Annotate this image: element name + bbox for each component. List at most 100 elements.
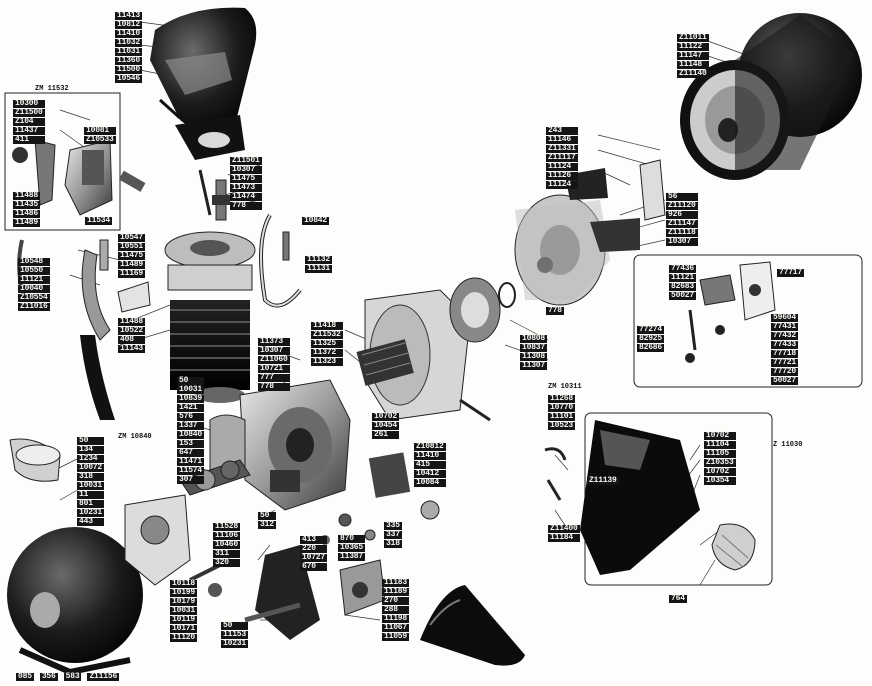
part-number-label: 82925	[637, 334, 665, 343]
part-number-label: 82683	[669, 282, 697, 291]
part-number-label: 408	[118, 336, 146, 344]
part-number-label: 10460	[213, 540, 241, 549]
part-number-label: 10412	[414, 470, 446, 478]
part-number-label: 11148	[677, 61, 709, 69]
part-number-label: 10307	[230, 166, 262, 174]
spark-plug	[198, 169, 230, 221]
part-number-label: 10702	[704, 432, 736, 440]
part-number-label: 59604	[771, 313, 799, 322]
flywheel	[680, 13, 862, 180]
part-number-label: 11031	[115, 47, 143, 56]
part-number-label: 11486	[13, 209, 41, 218]
part-number-label: 11124	[546, 181, 578, 189]
part-number-label: 10300	[13, 100, 45, 108]
part-number-label: 11474	[230, 193, 262, 201]
part-number-label: 10307	[258, 347, 290, 355]
part-number-label: Z11331	[546, 144, 578, 153]
part-number-label: 318	[77, 473, 105, 481]
part-number-label: 11308	[520, 352, 548, 361]
part-number-label: 77431	[771, 322, 799, 331]
part-number-label: Z11147	[666, 219, 698, 228]
part-number-label: 11360	[115, 56, 143, 65]
part-number-label: 77436	[669, 264, 697, 273]
lamp-housing	[544, 420, 756, 575]
part-number-label: 10354	[704, 477, 736, 485]
part-number-label: 11373	[258, 338, 290, 346]
part-number-label: 647	[177, 449, 205, 457]
part-number-label: 778	[546, 306, 564, 315]
part-number-label: 11413	[115, 11, 143, 20]
part-number-label: 10546	[115, 74, 143, 83]
part-number-label: 11500	[115, 65, 143, 74]
tag-carb: ZM 11532	[35, 85, 69, 93]
part-number-label: 335	[384, 521, 402, 530]
part-number-label: 261	[372, 431, 400, 439]
part-number-label: 50027	[669, 291, 697, 300]
part-number-label: 56	[666, 193, 698, 201]
part-number-label: 11131	[305, 264, 333, 273]
part-number-label: 11153	[221, 630, 249, 639]
part-number-label: 11418	[311, 322, 343, 330]
part-number-label: 312	[258, 520, 276, 529]
part-number-label: 11101	[548, 412, 576, 421]
part-number-label: 10307	[666, 238, 698, 246]
part-number-label: Z104	[13, 118, 45, 126]
part-number-label: 10812	[115, 20, 143, 29]
part-number-label: 576	[177, 413, 205, 421]
part-number-label: Z11156	[87, 672, 120, 681]
tag-tail-box: Z 11030	[773, 441, 803, 449]
part-number-label: 10551	[118, 242, 146, 251]
part-number-label: 11325	[311, 340, 343, 348]
part-number-label: 777	[258, 374, 290, 382]
part-number-label: 10702	[704, 468, 736, 476]
part-number-label: 11372	[311, 349, 343, 357]
part-number-label: 11184	[548, 534, 580, 542]
part-number-label: 1421	[177, 404, 205, 412]
part-number-label: 11121	[669, 273, 697, 282]
part-number-label: 11488	[118, 317, 146, 326]
part-number-label: 10454	[372, 421, 400, 430]
labels-mag-box-right: 77717	[777, 269, 805, 277]
part-number-label: 11323	[311, 358, 343, 366]
part-number-label: 10031	[177, 385, 205, 394]
part-number-label: 243	[546, 127, 578, 135]
part-number-label: 318	[384, 539, 402, 548]
part-number-label: Z11011	[677, 33, 709, 42]
part-number-label: 50	[77, 437, 105, 445]
part-number-label: 50	[258, 512, 276, 520]
part-number-label: 10199	[170, 588, 198, 597]
part-number-label: 11147	[677, 52, 709, 60]
part-number-label: 11124	[546, 163, 578, 171]
part-number-label: 11489	[118, 260, 146, 269]
part-number-label: 10365	[338, 543, 366, 552]
part-number-label: 307	[177, 476, 205, 484]
part-number-label: 11146	[546, 136, 578, 144]
part-number-label: 10119	[170, 615, 198, 624]
part-number-label: 11059	[382, 632, 410, 641]
bracket-plate	[124, 494, 231, 597]
part-number-label: 11475	[118, 251, 146, 260]
part-number-label: 10808	[520, 334, 548, 343]
part-number-label: 583	[63, 672, 82, 681]
part-number-label: 1234	[77, 455, 105, 463]
part-number-label: 77432	[771, 331, 799, 340]
part-number-label: 11268	[548, 394, 576, 403]
part-number-label: 11437	[13, 127, 45, 135]
labels-pipe: 10842	[302, 217, 330, 225]
